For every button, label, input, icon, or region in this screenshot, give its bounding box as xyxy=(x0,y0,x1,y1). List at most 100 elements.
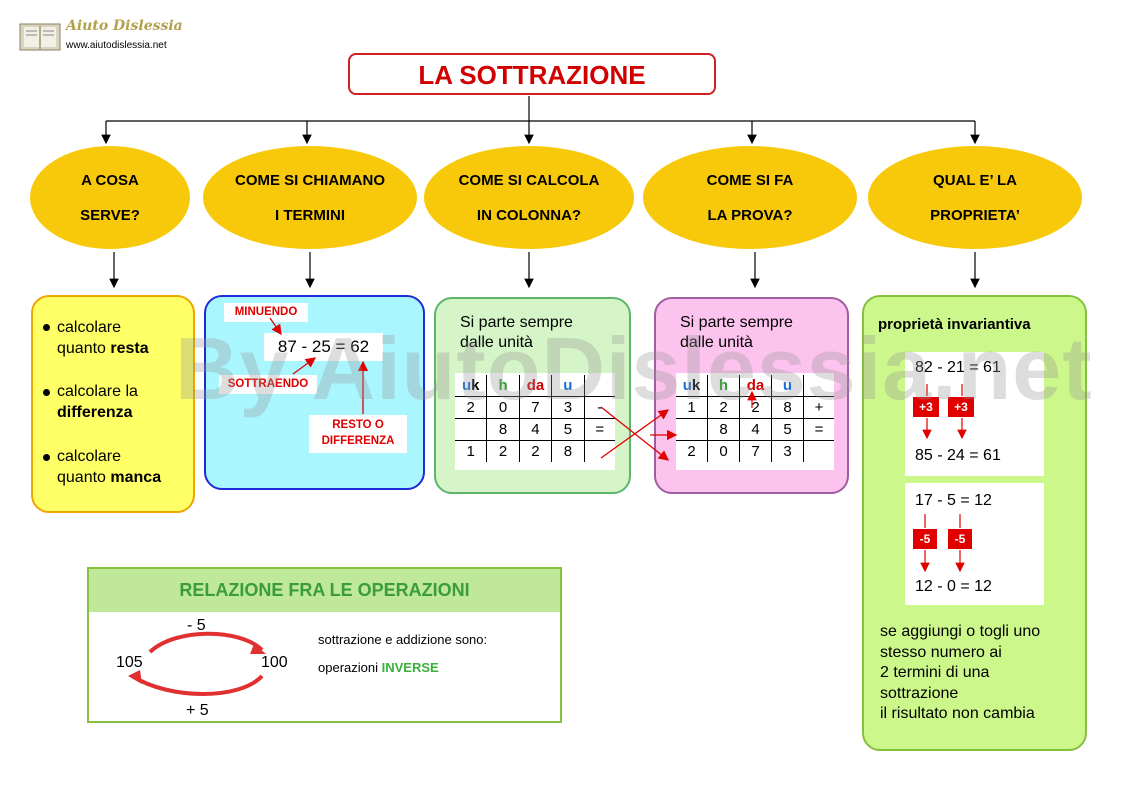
list-item-text: calcolare xyxy=(57,448,122,465)
note-line: se aggiungi o togli uno xyxy=(880,623,1041,640)
intro-line: Si parte sempre xyxy=(460,314,573,331)
list-item-bold: manca xyxy=(110,469,162,486)
table-cell: = xyxy=(584,418,615,441)
table-cell: 5 xyxy=(771,418,804,441)
table-cell: 7 xyxy=(739,440,772,462)
minus-tag: -5 xyxy=(913,529,937,549)
list-item-bold: differenza xyxy=(57,404,133,421)
list-item: calcolare quanto resta xyxy=(57,317,149,359)
sottraendo-label: SOTTRAENDO xyxy=(219,375,317,394)
question-line: QUAL E’ LA xyxy=(933,171,1017,189)
resto-label-line: RESTO O xyxy=(332,419,384,431)
question-ellipse-property: QUAL E’ LA PROPRIETA’ xyxy=(868,146,1082,249)
question-line: LA PROVA? xyxy=(707,206,793,224)
equation-part: 87 xyxy=(277,337,297,356)
header-cell: da xyxy=(519,375,553,397)
header-cell: u xyxy=(551,375,585,397)
header-cell: h xyxy=(707,375,740,397)
header-cell xyxy=(584,375,615,397)
arrow-icon xyxy=(269,317,282,336)
list-item-text: calcolare la xyxy=(57,383,138,400)
question-line: IN COLONNA? xyxy=(476,206,582,224)
minuendo-label: MINUENDO xyxy=(224,303,308,322)
equation-part: 25 xyxy=(311,337,331,356)
table-cell xyxy=(676,418,708,441)
question-ellipse-column: COME SI CALCOLA IN COLONNA? xyxy=(424,146,634,249)
relation-plus: + 5 xyxy=(186,702,209,719)
table-cell: 4 xyxy=(739,418,772,441)
column-table: uk h da u 2 0 7 3 - 8 4 5 = 1 2 2 8 xyxy=(455,375,615,462)
table-cell xyxy=(455,418,488,441)
header-cell xyxy=(803,375,834,397)
intro-line: dalle unità xyxy=(680,334,753,351)
question-ellipse-purpose: A COSA SERVE? xyxy=(30,146,190,249)
bullet-icon xyxy=(43,454,50,461)
header-cell: h xyxy=(486,375,520,397)
note-line: il risultato non cambia xyxy=(880,705,1035,722)
resto-label-line: DIFFERENZA xyxy=(321,435,395,447)
question-line: A COSA xyxy=(81,171,139,189)
relation-left-number: 105 xyxy=(116,654,143,671)
bullet-icon xyxy=(43,389,50,396)
table-cell: = xyxy=(803,418,834,441)
property-example-minus: 17 - 5 = 12 -5 -5 12 - 0 = 12 xyxy=(905,483,1044,605)
bullet-icon xyxy=(43,324,50,331)
subtraction-equation: 87 - 25 = 62 xyxy=(264,333,383,361)
note-line: sottrazione xyxy=(880,684,959,702)
table-cell: 3 xyxy=(551,396,585,419)
check-intro: Si parte sempre dalle unità xyxy=(680,313,793,353)
note-line: 2 termini di una xyxy=(880,664,990,681)
logo-title: Aiuto Dislessia xyxy=(66,18,183,34)
table-cell: 7 xyxy=(519,396,553,419)
question-line: PROPRIETA’ xyxy=(930,206,1020,224)
property-example-plus: 82 - 21 = 61 +3 +3 85 - 24 = 61 xyxy=(905,352,1044,476)
header-k: k xyxy=(471,377,480,394)
list-item-text: calcolare xyxy=(57,319,122,336)
column-intro: Si parte sempre dalle unità xyxy=(460,313,573,353)
intro-line: Si parte sempre xyxy=(680,314,793,331)
header-u: u xyxy=(461,377,472,394)
table-cell: 2 xyxy=(707,396,740,419)
table-cell: 0 xyxy=(707,440,740,462)
header-cell: uk xyxy=(676,375,708,397)
table-cell: - xyxy=(584,396,615,419)
table-cell: 1 xyxy=(676,396,708,419)
header-k: k xyxy=(691,377,701,394)
table-cell: 2 xyxy=(455,396,488,419)
arrow-arc xyxy=(148,631,264,654)
list-item-text: quanto xyxy=(57,340,111,357)
check-table: uk h da u 1 2 2 8 + 8 4 5 = 2 0 7 3 xyxy=(676,375,834,462)
question-line: COME SI CHIAMANO xyxy=(235,171,385,189)
table-cell: 8 xyxy=(707,418,740,441)
logo-url: www.aiutodislessia.net xyxy=(66,40,167,51)
property-note: se aggiungi o togli uno stesso numero ai… xyxy=(880,622,1040,725)
arrow-head xyxy=(250,644,266,654)
table-cell: + xyxy=(803,396,834,419)
relation-text: sottrazione e addizione sono: xyxy=(318,632,488,647)
question-line: COME SI CALCOLA xyxy=(458,171,600,189)
intro-line: dalle unità xyxy=(460,334,533,351)
table-cell: 8 xyxy=(486,418,520,441)
note-line: stesso numero ai xyxy=(880,643,1002,661)
relation-right-number: 100 xyxy=(261,654,288,671)
table-cell: 2 xyxy=(486,440,520,462)
table-cell: 4 xyxy=(519,418,553,441)
list-item-text: quanto resta xyxy=(57,338,149,359)
relation-text-part: operazioni xyxy=(318,660,382,675)
arrow-head xyxy=(128,670,142,684)
resto-label: RESTO O DIFFERENZA xyxy=(309,415,407,453)
equation: 17 - 5 = 12 xyxy=(915,492,992,509)
table-cell: 8 xyxy=(551,440,585,462)
list-item-bold: resta xyxy=(110,340,149,357)
list-item: calcolare quanto manca xyxy=(57,446,161,488)
list-item: calcolare la differenza xyxy=(57,381,138,423)
relation-minus: - 5 xyxy=(187,617,206,634)
table-cell: 8 xyxy=(771,396,804,419)
question-ellipse-check: COME SI FA LA PROVA? xyxy=(643,146,857,249)
table-cell: 1 xyxy=(455,440,488,462)
table-cell: 2 xyxy=(739,396,772,419)
property-title: proprietà invariantiva xyxy=(878,316,1031,333)
